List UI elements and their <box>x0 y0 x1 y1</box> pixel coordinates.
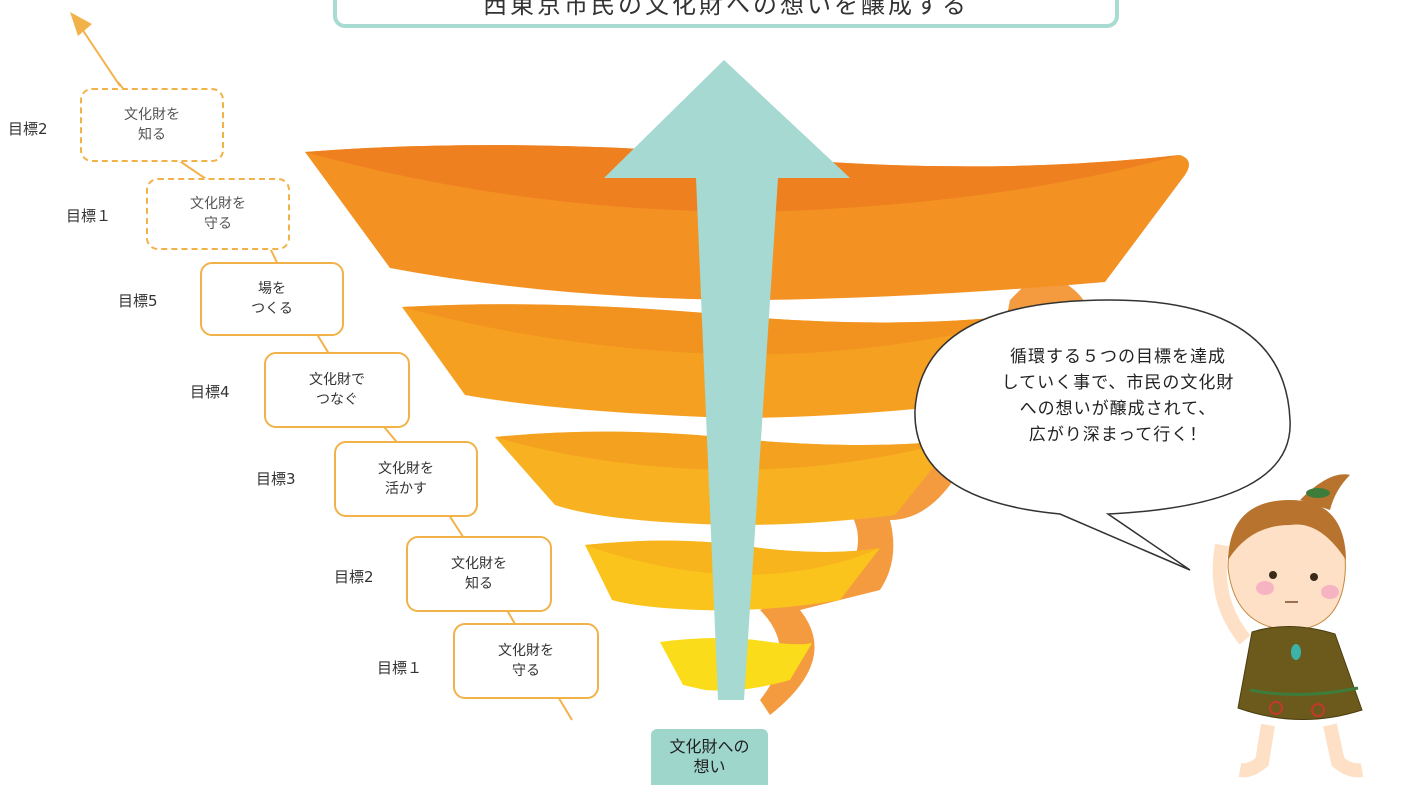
speech-line-3: への想いが醸成されて、 <box>1019 399 1217 419</box>
speech-bubble-text: 循環する５つの目標を達成 していく事で、市民の文化財 への想いが醸成されて、 広… <box>948 344 1288 448</box>
base-label-box: 文化財への 想い <box>651 729 768 785</box>
base-label-line1: 文化財への <box>669 737 750 756</box>
goal-5-line1: 場を <box>258 281 286 297</box>
goal-4-line1: 文化財で <box>309 372 365 388</box>
goal-box-3: 文化財を 活かす <box>334 441 478 517</box>
future-goal-box-2: 文化財を 知る <box>80 88 224 162</box>
goal-label-3: 目標3 <box>256 470 296 488</box>
goal-2-line2: 知る <box>465 576 493 592</box>
staircase-arrowhead <box>70 12 92 36</box>
page-title: 西東京市民の文化財への想いを醸成する <box>483 0 969 19</box>
goal-label-4: 目標4 <box>190 383 230 401</box>
goal-box-4: 文化財で つなぐ <box>264 352 410 428</box>
base-label-line2: 想い <box>693 757 726 776</box>
character-illustration <box>1212 474 1407 778</box>
future-goal-2-line2: 知る <box>138 127 166 143</box>
speech-line-4: 広がり深まって行く！ <box>1028 425 1208 445</box>
goal-5-line2: つくる <box>251 301 293 317</box>
speech-bubble <box>914 299 1291 571</box>
speech-line-2: していく事で、市民の文化財 <box>1001 373 1235 393</box>
future-goal-label-1: 目標１ <box>66 207 112 225</box>
goal-4-line2: つなぐ <box>316 392 358 408</box>
goal-1-line2: 守る <box>512 663 540 679</box>
future-goal-label-2: 目標2 <box>8 120 48 138</box>
goal-label-2: 目標2 <box>334 568 374 586</box>
goal-box-2: 文化財を 知る <box>406 536 552 612</box>
goal-box-1: 文化財を 守る <box>453 623 599 699</box>
up-arrow <box>604 60 850 700</box>
goal-2-line1: 文化財を <box>451 556 507 572</box>
goal-label-5: 目標5 <box>118 292 158 310</box>
goal-3-line1: 文化財を <box>378 461 434 477</box>
future-goal-2-line1: 文化財を <box>124 107 180 123</box>
future-goal-1-line1: 文化財を <box>190 196 246 212</box>
future-goal-1-line2: 守る <box>204 216 232 232</box>
goal-3-line2: 活かす <box>385 481 427 497</box>
goal-1-line1: 文化財を <box>498 643 554 659</box>
goal-box-5: 場を つくる <box>200 262 344 336</box>
goal-label-1: 目標１ <box>377 659 423 677</box>
future-goal-box-1: 文化財を 守る <box>146 178 290 250</box>
title-box: 西東京市民の文化財への想いを醸成する <box>333 0 1119 28</box>
speech-line-1: 循環する５つの目標を達成 <box>1010 347 1226 367</box>
